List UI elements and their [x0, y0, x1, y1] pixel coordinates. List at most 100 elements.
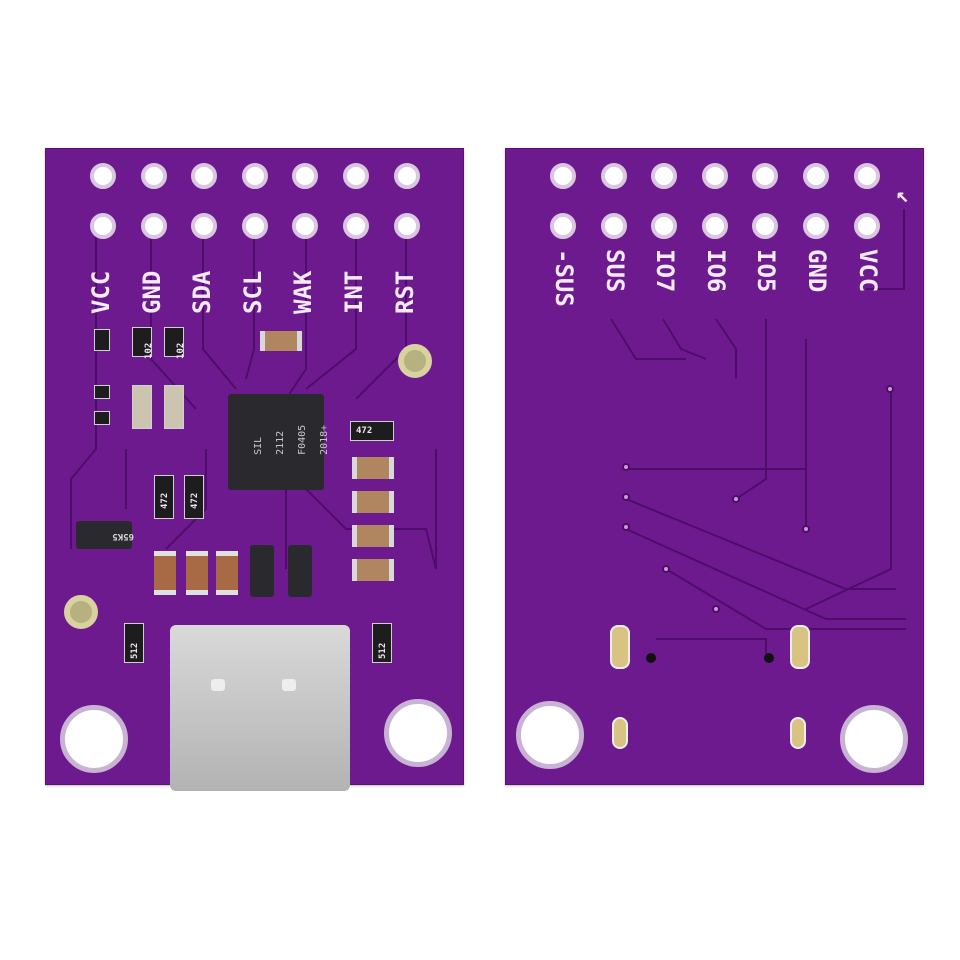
diode [250, 545, 274, 597]
via [646, 653, 656, 663]
via [622, 523, 630, 531]
pin-label-io7: IO7 [651, 249, 679, 293]
pin-hole [90, 213, 116, 239]
resistor-mark: 472 [160, 492, 170, 509]
shield-pad [790, 717, 806, 749]
transistor [76, 521, 132, 549]
pin-label-rst: RST [391, 270, 419, 314]
pin-label-io5: IO5 [752, 249, 780, 293]
resistor [124, 623, 144, 663]
pin-hole [601, 163, 627, 189]
pin-hole [651, 163, 677, 189]
back-board: -SUS SUS IO7 IO6 IO5 GND VCC ↖ [505, 148, 924, 785]
front-board: VCC GND SDA SCL WAK INT RST 102 102 SIL … [45, 148, 464, 791]
shield-pad [612, 717, 628, 749]
shield-pad [610, 625, 630, 669]
pin-label-sus-neg: -SUS [550, 249, 578, 307]
pin-hole [242, 213, 268, 239]
resistor-mark: 472 [190, 492, 200, 509]
pin-label-sda: SDA [188, 270, 216, 314]
pin-hole [752, 213, 778, 239]
resistor [184, 475, 204, 519]
pin-hole [702, 163, 728, 189]
resistor [350, 421, 394, 441]
capacitor [186, 551, 208, 595]
pin-hole [141, 163, 167, 189]
pin-hole [651, 213, 677, 239]
connector-tab [211, 679, 225, 691]
resistor [132, 327, 152, 357]
pin-label-int: INT [340, 270, 368, 314]
pin-hole [343, 163, 369, 189]
pin-hole [343, 213, 369, 239]
pin-hole [854, 213, 880, 239]
pin-hole [854, 163, 880, 189]
via [622, 493, 630, 501]
pin-hole [242, 163, 268, 189]
chip-line-2: 2112 [275, 430, 286, 455]
chip-line-4: 2018+ [319, 424, 330, 455]
back-traces [610, 209, 906, 659]
capacitor [260, 331, 302, 351]
pin-label-vcc: VCC [854, 249, 882, 293]
via [802, 525, 810, 533]
capacitor [352, 457, 394, 479]
pin1-arrow-icon: ↖ [896, 183, 910, 208]
pin-label-scl: SCL [239, 270, 267, 314]
resistor [94, 411, 110, 425]
resistor-mark: 102 [176, 342, 186, 359]
pin-hole [394, 163, 420, 189]
pin-label-gnd: GND [138, 270, 166, 314]
usb-c-connector [170, 625, 350, 791]
resistor [154, 475, 174, 519]
pin-label-gnd: GND [803, 249, 831, 293]
capacitor [352, 559, 394, 581]
capacitor [154, 551, 176, 595]
diode [288, 545, 312, 597]
via [764, 653, 774, 663]
pin-label-io6: IO6 [702, 249, 730, 293]
pin-label-wak: WAK [289, 270, 317, 314]
pin-hole [550, 213, 576, 239]
capacitor [216, 551, 238, 595]
pin-hole [803, 213, 829, 239]
via [712, 605, 720, 613]
resistor-mark: 512 [378, 642, 388, 659]
connector-tab [282, 679, 296, 691]
resistor-mark: 512 [130, 642, 140, 659]
pin-hole [550, 163, 576, 189]
chip-line-1: SIL [253, 436, 264, 455]
front-traces [70, 229, 437, 570]
test-pad [64, 595, 98, 629]
pin-hole [394, 213, 420, 239]
pin-hole [601, 213, 627, 239]
via [886, 385, 894, 393]
resistor [94, 329, 110, 351]
shield-pad [790, 625, 810, 669]
pin-label-vcc: VCC [87, 270, 115, 314]
via [662, 565, 670, 573]
pin-hole [191, 213, 217, 239]
mounting-hole [516, 701, 584, 769]
pin-hole [752, 163, 778, 189]
pin-hole [141, 213, 167, 239]
pin-label-sus: SUS [601, 249, 629, 293]
led [132, 385, 152, 429]
pin-hole [292, 163, 318, 189]
resistor [94, 385, 110, 399]
resistor-mark: 472 [356, 426, 373, 436]
chip-line-3: F0405 [297, 424, 308, 455]
pin-hole [292, 213, 318, 239]
led [164, 385, 184, 429]
pin-hole [191, 163, 217, 189]
mounting-hole [384, 699, 452, 767]
via [622, 463, 630, 471]
resistor-mark: 102 [144, 342, 154, 359]
pin-hole [702, 213, 728, 239]
resistor [164, 327, 184, 357]
capacitor [352, 525, 394, 547]
usb-bridge-chip [228, 394, 324, 490]
pin-hole [90, 163, 116, 189]
via [732, 495, 740, 503]
mounting-hole [840, 705, 908, 773]
